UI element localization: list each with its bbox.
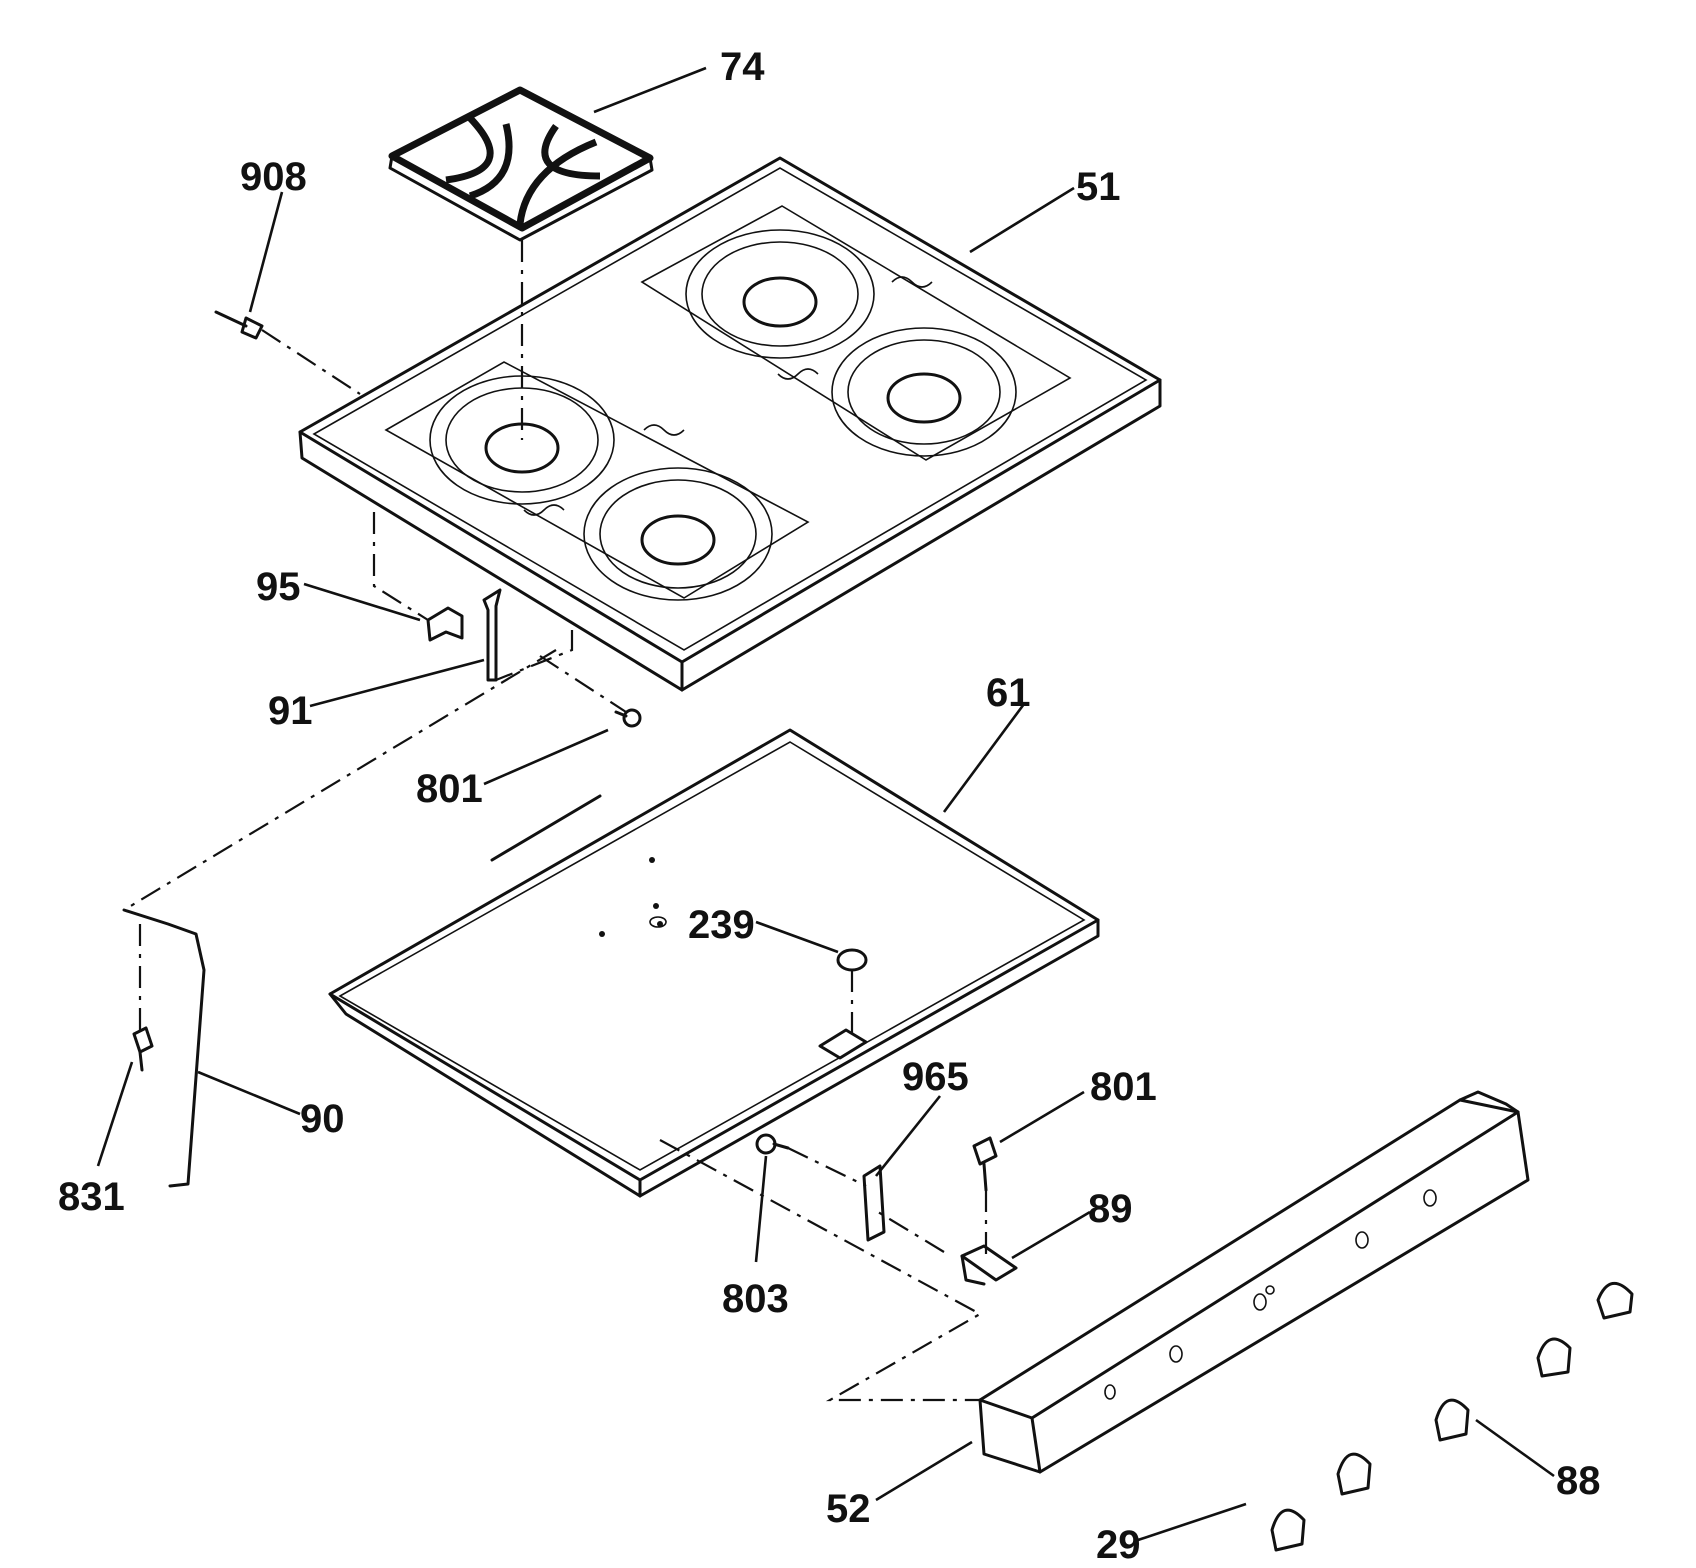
label-803: 803 [722,1277,789,1321]
part-labels: 74 908 51 95 91 61 801 239 965 801 90 89… [58,45,1601,1567]
wire-91 [482,588,502,682]
label-239: 239 [688,903,755,947]
plug-239 [836,948,868,972]
burner-box [328,728,1100,1198]
screw-908 [214,310,264,340]
screw-831 [132,1026,154,1072]
label-831: 831 [58,1175,125,1219]
burner-back-left [685,229,875,359]
spark-module-965 [862,1164,886,1242]
burner-front-right [583,467,773,601]
label-801-upper: 801 [416,767,483,811]
burner-back-right [831,327,1017,457]
burner-grate [388,86,654,242]
cooktop [298,156,1162,692]
label-801-lower: 801 [1090,1065,1157,1109]
bracket-95 [426,606,464,642]
label-74: 74 [720,45,765,89]
bracket-89 [960,1244,1018,1286]
screw-803 [755,1133,790,1155]
label-52: 52 [826,1487,871,1531]
thermocouple-90 [122,908,206,1188]
screw-801-lower [972,1136,998,1192]
label-908: 908 [240,155,307,199]
label-88: 88 [1556,1459,1601,1503]
label-965: 965 [902,1055,969,1099]
assembly-lines [123,240,988,1402]
leader-lines [96,66,1555,1542]
label-29: 29 [1096,1523,1141,1567]
label-51: 51 [1076,165,1121,209]
label-95: 95 [256,565,301,609]
knob-88 [1434,1282,1634,1442]
screw-801-upper [614,708,642,728]
control-panel [978,1090,1530,1474]
label-61: 61 [986,671,1031,715]
knob-29 [1270,1452,1372,1552]
label-91: 91 [268,689,313,733]
label-90: 90 [300,1097,345,1141]
label-89: 89 [1088,1187,1133,1231]
